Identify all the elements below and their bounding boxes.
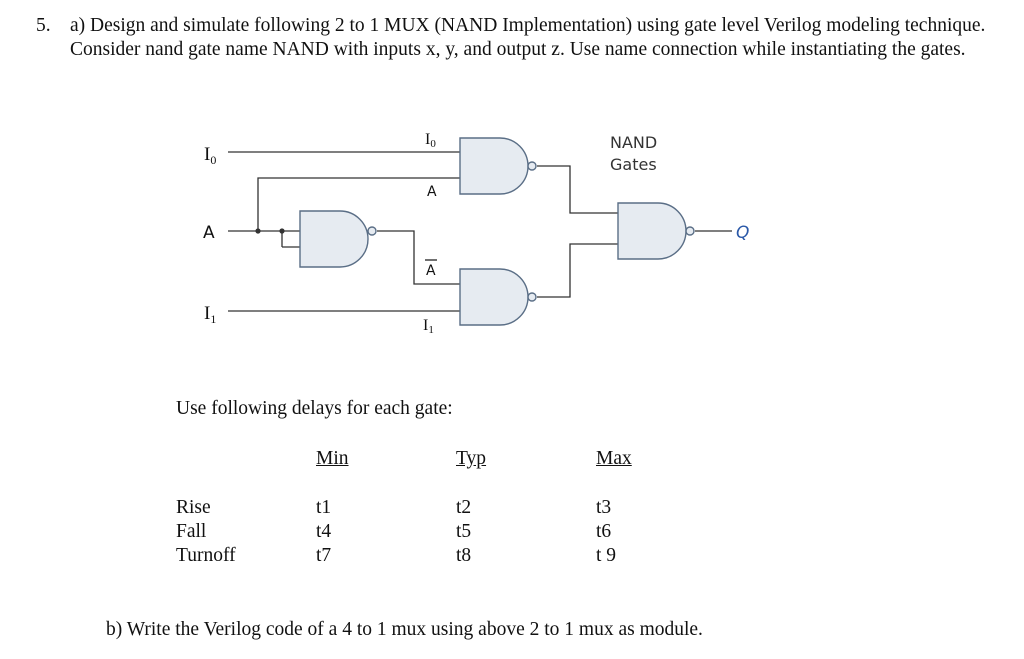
label-i1-bottom: I1: [423, 317, 434, 336]
inversion-bubble: [527, 161, 537, 171]
nand-gate-1: [459, 137, 529, 195]
cell-turnoff-min: t7: [316, 545, 332, 566]
nand-gate-2: [459, 268, 529, 326]
row-label-rise: Rise: [176, 497, 211, 518]
inversion-bubble: [527, 292, 537, 302]
cell-fall-max: t6: [596, 521, 612, 542]
nand-gate-inverter: [299, 210, 369, 268]
question-number: 5.: [36, 15, 51, 36]
header-min: Min: [316, 448, 349, 469]
wire-gate1-out: [537, 165, 618, 214]
label-i0-left: I0: [204, 144, 216, 167]
label-i1-left: I1: [204, 303, 216, 326]
question-part-b: b) Write the Verilog code of a 4 to 1 mu…: [106, 619, 703, 640]
row-label-fall: Fall: [176, 521, 207, 542]
label-a-left: A: [203, 223, 215, 243]
cell-turnoff-max: t 9: [596, 545, 617, 566]
label-gates: Gates: [610, 155, 657, 174]
label-a-bar: A: [426, 263, 436, 279]
label-q: Q: [736, 223, 749, 243]
header-max: Max: [596, 448, 632, 469]
wires: [228, 151, 732, 312]
cell-turnoff-typ: t8: [456, 545, 472, 566]
label-a-gate: A: [427, 184, 437, 200]
label-nand: NAND: [610, 133, 657, 152]
delay-intro: Use following delays for each gate:: [176, 398, 453, 419]
cell-fall-typ: t5: [456, 521, 472, 542]
junction-dot: [279, 228, 285, 234]
wire-a-to-gate1: [257, 177, 460, 231]
inversion-bubble: [367, 226, 377, 236]
label-i0-top: I0: [425, 131, 436, 150]
cell-fall-min: t4: [316, 521, 332, 542]
cell-rise-typ: t2: [456, 497, 472, 518]
junction-dot: [255, 228, 261, 234]
inversion-bubble: [685, 226, 695, 236]
wire-gate3-out: [537, 243, 618, 298]
wire-a-bar: [377, 230, 460, 285]
header-typ: Typ: [456, 448, 487, 469]
cell-rise-min: t1: [316, 497, 332, 518]
question-part-a: a) Design and simulate following 2 to 1 …: [70, 15, 986, 60]
nand-gate-output: [617, 202, 687, 260]
mux-circuit-diagram: I0 I0 A A A I1 I1 Q NAND Gates: [203, 131, 749, 336]
row-label-turnoff: Turnoff: [176, 545, 236, 566]
cell-rise-max: t3: [596, 497, 612, 518]
